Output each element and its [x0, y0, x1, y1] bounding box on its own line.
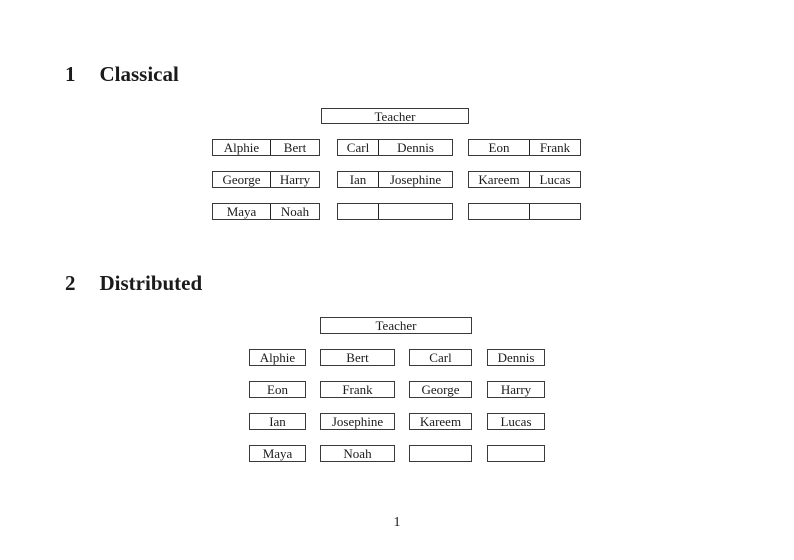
- desk-box: Harry: [487, 381, 545, 398]
- desk-pair-box: George Harry: [212, 171, 320, 188]
- desk-cell: Ian: [338, 172, 379, 187]
- desk-box: [487, 445, 545, 462]
- desk-pair-box: [337, 203, 453, 220]
- desk-box: Ian: [249, 413, 306, 430]
- desk-cell: George: [421, 382, 460, 397]
- section-number: 2: [65, 271, 76, 295]
- desk-pair-box: [468, 203, 581, 220]
- desk-cell: Lucas: [500, 414, 532, 429]
- desk-box: George: [409, 381, 472, 398]
- desk-box: Josephine: [320, 413, 395, 430]
- section-2-heading: 2 Distributed: [65, 273, 202, 294]
- desk-pair-box: Ian Josephine: [337, 171, 453, 188]
- desk-cell: Eon: [469, 140, 530, 155]
- desk-cell: Lucas: [539, 172, 571, 187]
- desk-cell: Alphie: [259, 350, 296, 365]
- desk-cell: Dennis: [497, 350, 535, 365]
- teacher-label: Teacher: [375, 318, 417, 333]
- desk-cell: Josephine: [331, 414, 384, 429]
- desk-cell: Dennis: [397, 140, 434, 155]
- desk-cell: Bert: [283, 140, 307, 155]
- desk-box: [409, 445, 472, 462]
- desk-cell: Frank: [539, 140, 571, 155]
- desk-cell: Kareem: [469, 172, 530, 187]
- desk-cell: Alphie: [213, 140, 271, 155]
- desk-cell: Josephine: [389, 172, 442, 187]
- desk-box: Dennis: [487, 349, 545, 366]
- desk-box: Lucas: [487, 413, 545, 430]
- desk-cell: Carl: [338, 140, 379, 155]
- desk-cell: Ian: [269, 414, 286, 429]
- desk-cell: Maya: [213, 204, 271, 219]
- desk-pair-box: Eon Frank: [468, 139, 581, 156]
- desk-cell: Harry: [279, 172, 311, 187]
- desk-cell: Maya: [262, 446, 293, 461]
- desk-box: Maya: [249, 445, 306, 462]
- teacher-box: Teacher: [320, 317, 472, 334]
- desk-box: Bert: [320, 349, 395, 366]
- desk-cell: Noah: [280, 204, 310, 219]
- section-title: Distributed: [99, 271, 203, 295]
- section-1-heading: 1 Classical: [65, 64, 179, 85]
- desk-pair-box: Carl Dennis: [337, 139, 453, 156]
- desk-cell: Eon: [267, 382, 288, 397]
- desk-pair-box: Kareem Lucas: [468, 171, 581, 188]
- desk-box: Carl: [409, 349, 472, 366]
- desk-box: Kareem: [409, 413, 472, 430]
- teacher-box: Teacher: [321, 108, 469, 124]
- desk-cell: Bert: [346, 350, 369, 365]
- desk-cell: Harry: [500, 382, 532, 397]
- desk-pair-box: Maya Noah: [212, 203, 320, 220]
- desk-box: Eon: [249, 381, 306, 398]
- desk-cell: [379, 204, 452, 219]
- desk-cell: [530, 204, 580, 219]
- desk-box: Alphie: [249, 349, 306, 366]
- desk-cell: Noah: [343, 446, 372, 461]
- page-number: 1: [393, 515, 401, 530]
- desk-cell: [338, 204, 379, 219]
- section-title: Classical: [99, 62, 179, 86]
- desk-cell: [469, 204, 530, 219]
- section-number: 1: [65, 62, 76, 86]
- desk-cell: George: [213, 172, 271, 187]
- desk-pair-box: Alphie Bert: [212, 139, 320, 156]
- teacher-label: Teacher: [374, 108, 416, 124]
- desk-cell: Carl: [429, 350, 452, 365]
- desk-box: Frank: [320, 381, 395, 398]
- desk-cell: Kareem: [419, 414, 462, 429]
- desk-cell: Frank: [342, 382, 373, 397]
- desk-box: Noah: [320, 445, 395, 462]
